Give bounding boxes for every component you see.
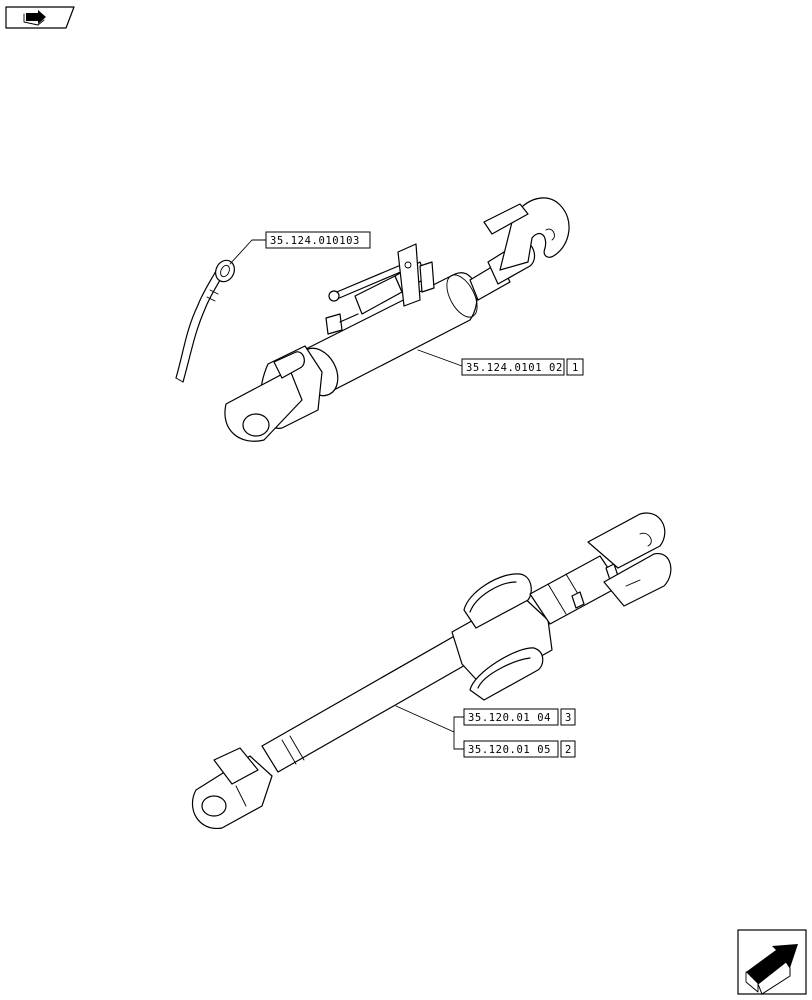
callout-link-b[interactable]: 35.120.01 05 2: [463, 740, 576, 758]
book-arrow-icon[interactable]: [5, 6, 75, 29]
callout-pipe[interactable]: 35.124.010103: [265, 231, 371, 249]
leader-lines: [229, 239, 465, 750]
callout-item-number: 1: [572, 362, 579, 374]
callout-code: 35.124.010103: [270, 235, 360, 247]
callout-cylinder[interactable]: 35.124.0101 02 1: [461, 358, 584, 376]
callout-item-number: 2: [565, 744, 572, 756]
hose-drawing: [175, 259, 235, 383]
callout-code: 35.124.0101 02: [466, 362, 563, 374]
callout-item-number: 3: [565, 712, 572, 724]
next-page-arrow-icon[interactable]: [737, 929, 807, 995]
callout-link-a[interactable]: 35.120.01 04 3: [463, 708, 576, 726]
callout-code: 35.120.01 05: [468, 744, 551, 756]
hydraulic-top-link-drawing: [175, 197, 570, 442]
mechanical-top-link-drawing: [191, 512, 672, 829]
callout-code: 35.120.01 04: [468, 712, 551, 724]
